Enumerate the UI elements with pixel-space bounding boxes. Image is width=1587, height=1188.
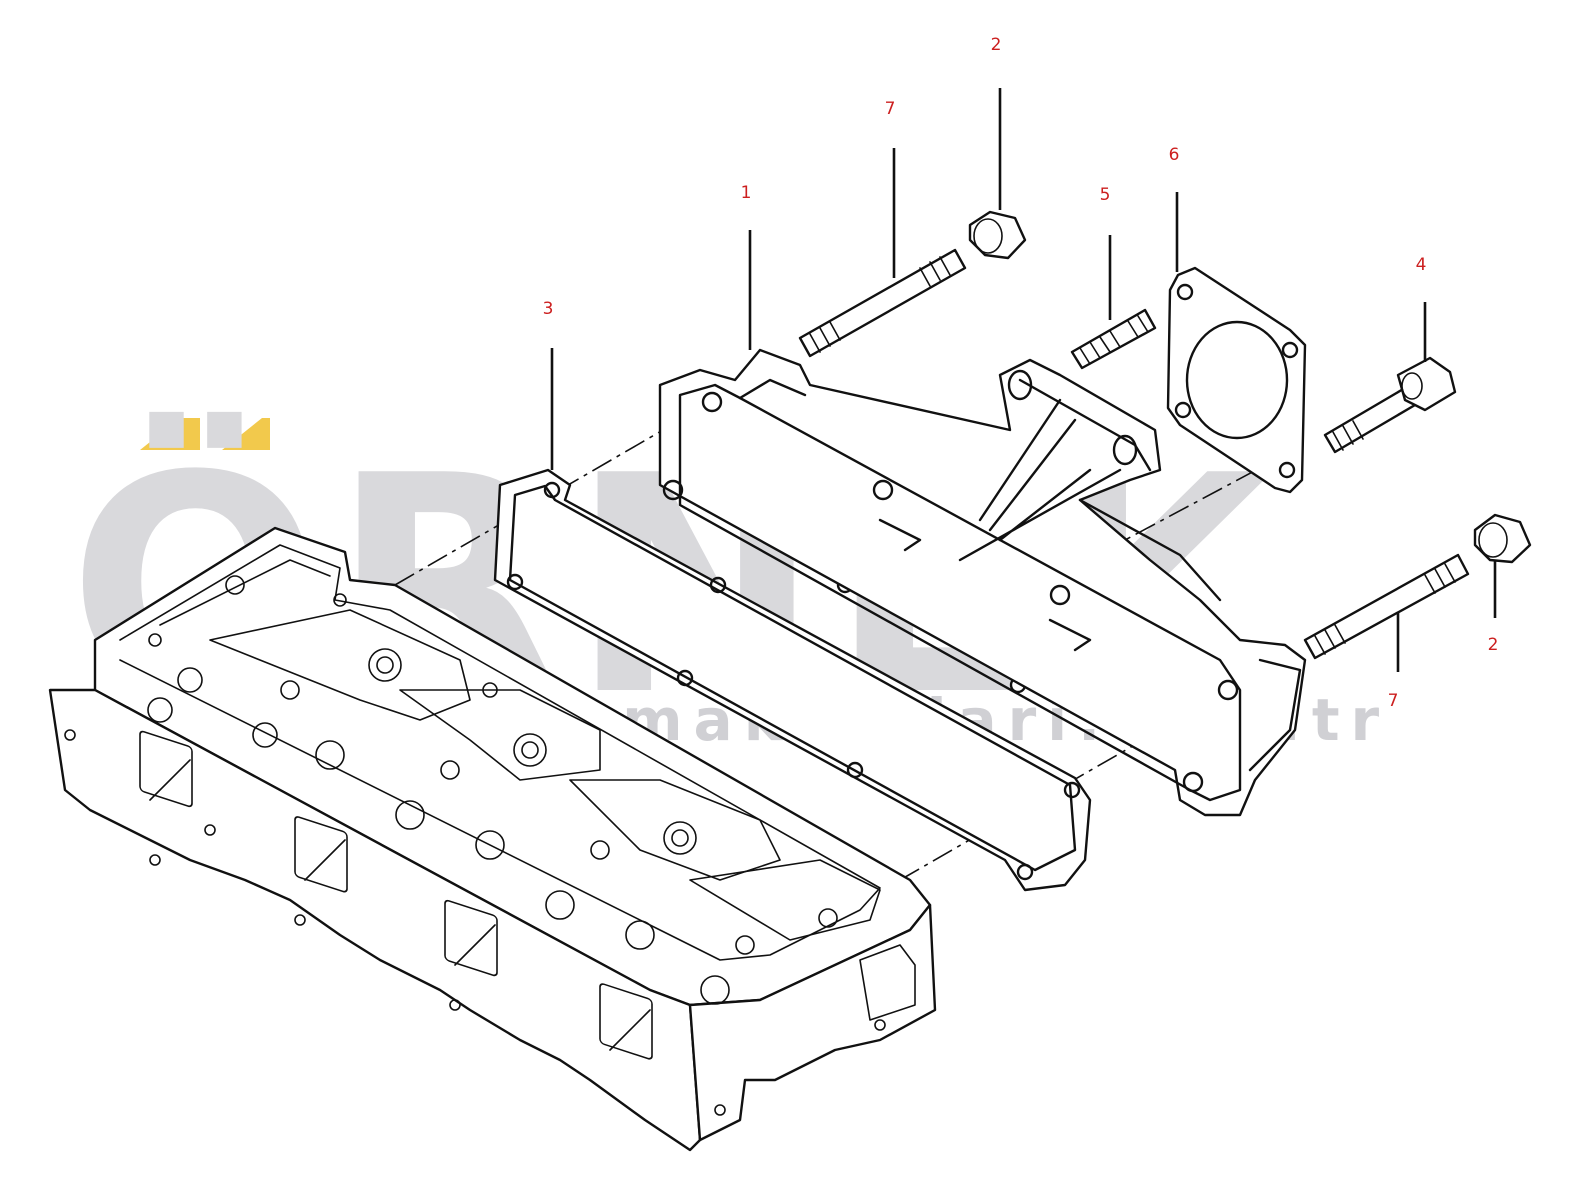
stud: [1070, 308, 1157, 370]
callout-4: 4: [1416, 255, 1427, 275]
callout-2-upper: 2: [991, 35, 1002, 55]
watermark-accent-right: [222, 418, 270, 450]
manifold-bolt-upper: [798, 248, 967, 358]
callouts: 1 2 2 3 4 5 6 7 7: [543, 35, 1499, 711]
callout-7-upper: 7: [885, 99, 896, 119]
callout-3: 3: [543, 299, 554, 319]
cylinder-head: [48, 526, 937, 1152]
nut-upper: [968, 210, 1027, 260]
manifold-bolt-holes: [662, 369, 1239, 793]
exhaust-ports: [139, 730, 653, 1060]
callout-5: 5: [1100, 185, 1111, 205]
nut-lower: [1473, 513, 1532, 564]
flange-bolt: [1323, 356, 1457, 454]
flange-gasket: [1166, 266, 1307, 494]
watermark-accent-left: [140, 418, 200, 450]
valve-bosses: [147, 575, 838, 1005]
manifold-bolt-lower: [1303, 553, 1470, 660]
leader-lines: [550, 88, 1497, 672]
manifold-gasket: [493, 468, 1092, 892]
callout-1: 1: [741, 183, 752, 203]
callout-6: 6: [1169, 145, 1180, 165]
callout-7-lower: 7: [1388, 691, 1399, 711]
callout-2-lower: 2: [1488, 635, 1499, 655]
exhaust-manifold: [658, 348, 1307, 817]
